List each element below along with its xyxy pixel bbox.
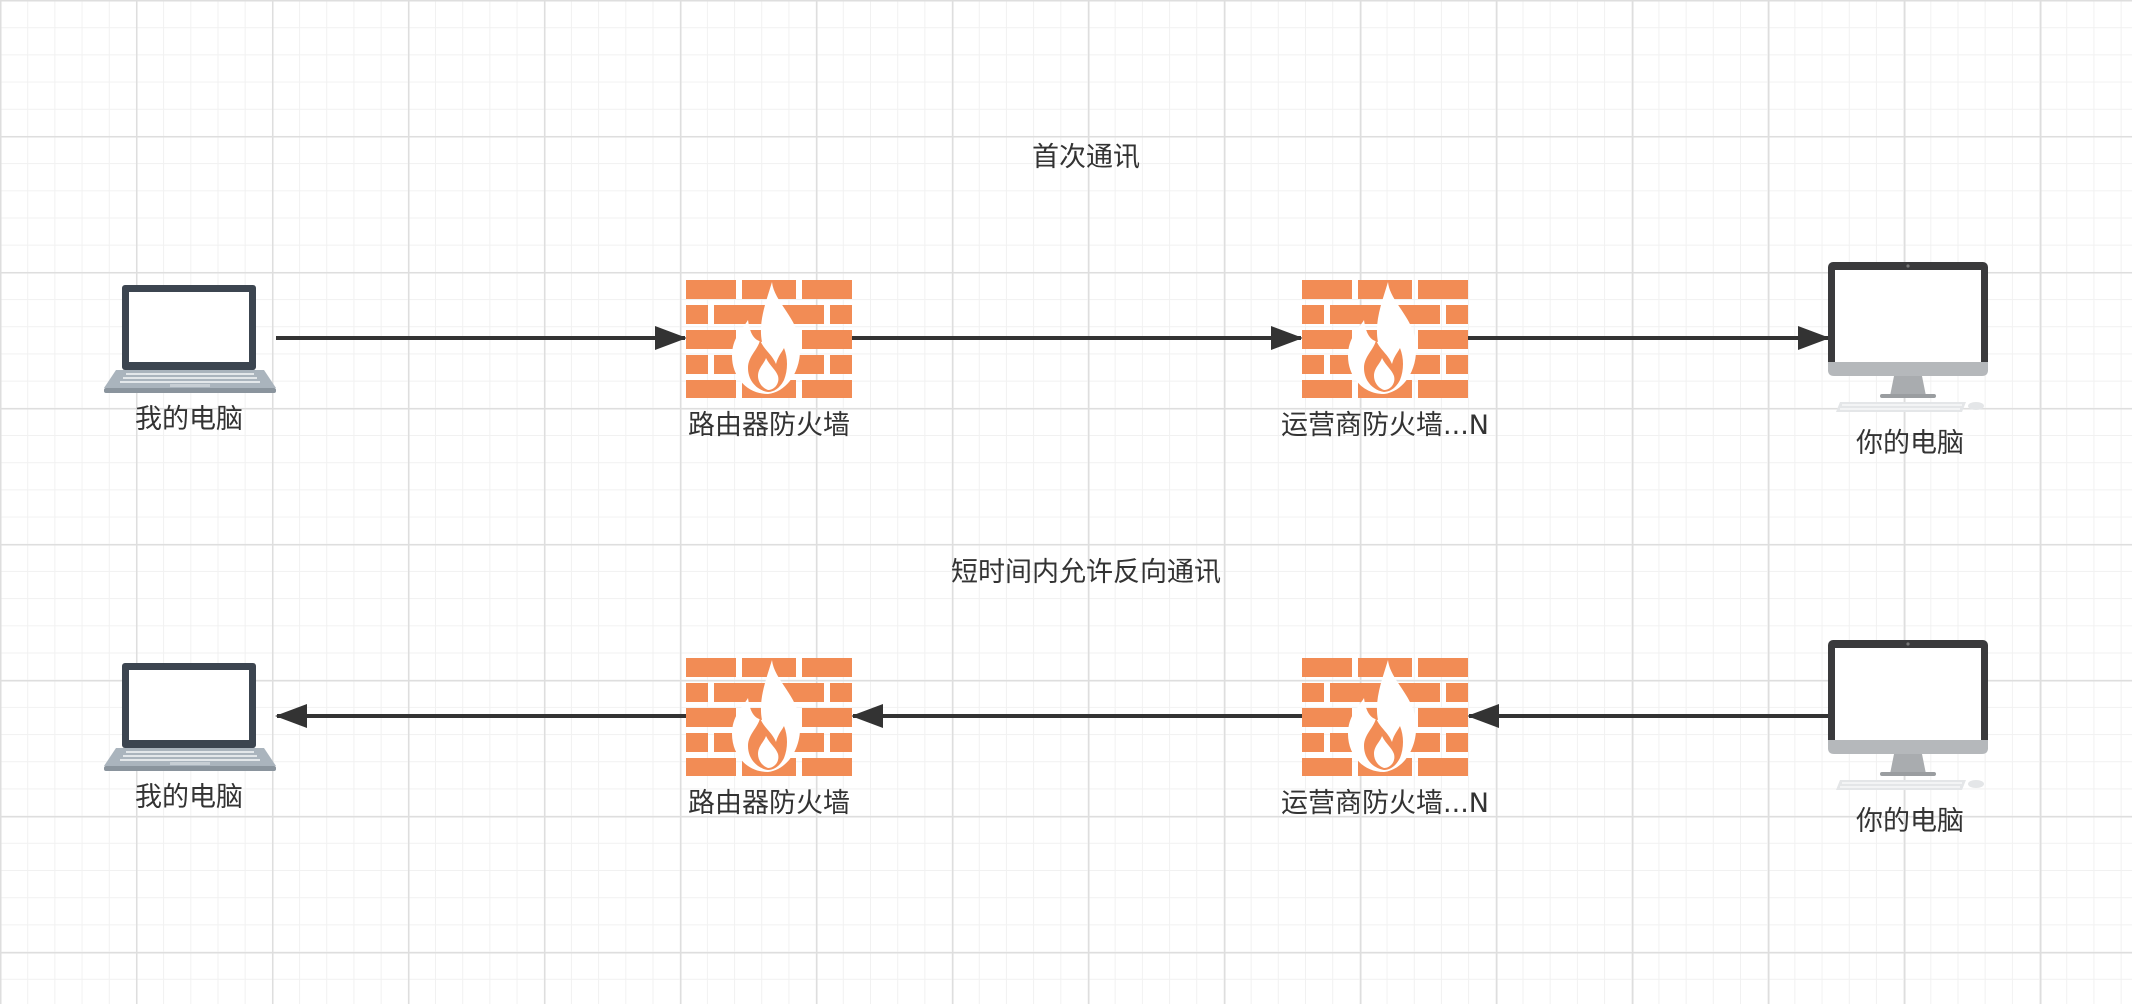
firewall-icon [1302, 280, 1468, 398]
router-firewall-label: 路由器防火墙 [688, 788, 850, 819]
isp-firewall-node[interactable] [1302, 280, 1468, 398]
your-computer-label: 你的电脑 [1856, 428, 1964, 459]
your-computer-node[interactable] [1826, 262, 1988, 414]
caption-first-communication: 首次通讯 [1032, 142, 1140, 173]
router-firewall-node[interactable] [686, 280, 852, 398]
router-firewall-label: 路由器防火墙 [688, 410, 850, 441]
your-computer-node[interactable] [1826, 640, 1988, 792]
caption-reverse-communication: 短时间内允许反向通讯 [951, 557, 1221, 588]
laptop-icon [104, 663, 276, 771]
my-computer-label: 我的电脑 [135, 782, 243, 813]
router-firewall-node[interactable] [686, 658, 852, 776]
isp-firewall-label: 运营商防火墙...N [1281, 788, 1489, 819]
desktop-computer-icon [1828, 262, 1988, 412]
my-computer-label: 我的电脑 [135, 404, 243, 435]
firewall-icon [1302, 658, 1468, 776]
desktop-computer-icon [1828, 640, 1988, 790]
my-computer-node[interactable] [102, 284, 278, 394]
my-computer-node[interactable] [102, 662, 278, 772]
laptop-icon [104, 285, 276, 393]
your-computer-label: 你的电脑 [1856, 806, 1964, 837]
isp-firewall-node[interactable] [1302, 658, 1468, 776]
firewall-icon [686, 280, 852, 398]
firewall-icon [686, 658, 852, 776]
isp-firewall-label: 运营商防火墙...N [1281, 410, 1489, 441]
